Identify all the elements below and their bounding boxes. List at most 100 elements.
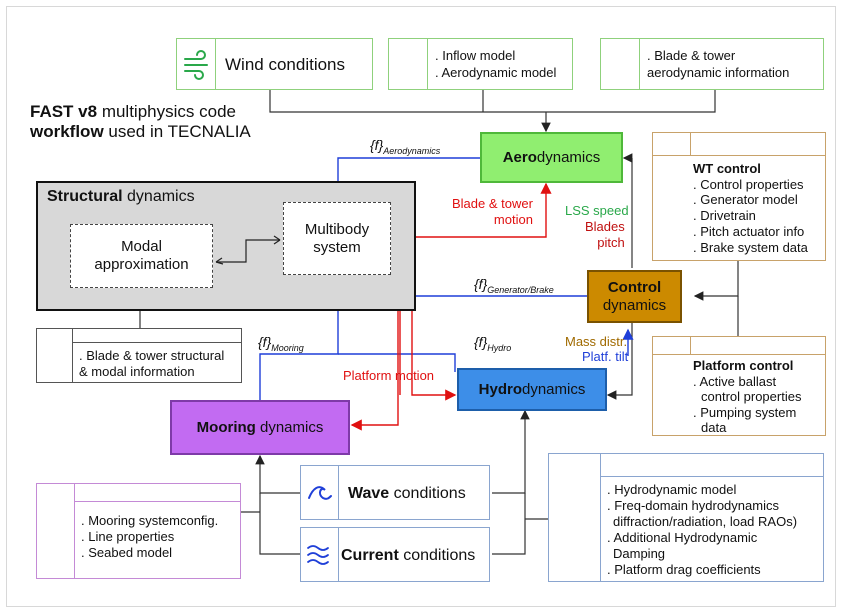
platform-control-tab [653, 337, 691, 355]
title-fast-v8: FAST v8 [30, 102, 98, 121]
wt-control-item-3: . Drivetrain [693, 208, 756, 223]
modal-multibody-arrows [215, 235, 281, 265]
f-mooring-symbol: {f} [258, 334, 272, 350]
platform-control-item-4: data [701, 420, 727, 435]
mooring-dynamics-module: Mooring dynamics [170, 400, 350, 455]
hydrodynamics-module: Hydrodynamics [457, 368, 607, 411]
structural-bold: Structural [47, 188, 123, 205]
hydro-info-tab [549, 454, 601, 581]
wind-conditions-box: Wind conditions [176, 38, 373, 90]
top-feed-line [269, 90, 716, 113]
current-icon [307, 545, 329, 565]
mooring-info-line-1: . Mooring systemconfig. [81, 513, 219, 528]
platform-control-item-2: control properties [701, 389, 802, 404]
hydro-info-line-2: . Freq-domain hydrodynamics [607, 498, 779, 513]
hydro-info-hdr [601, 454, 823, 477]
title-line2-rest: used in TECNALIA [103, 122, 251, 141]
mooring-info-tab [37, 484, 75, 578]
hydro-loads-line [338, 353, 456, 372]
wave-label: Wave conditions [348, 485, 466, 503]
inflow-line-1: . Inflow model [435, 48, 516, 63]
platform-control-box: Platform control . Active ballast contro… [652, 336, 826, 436]
wind-tab [177, 39, 216, 89]
current-to-hydro-line [492, 493, 526, 555]
mooring-bold: Mooring [196, 418, 256, 436]
wt-control-tab [653, 133, 691, 156]
aero-bold: Aero [502, 148, 537, 166]
mooring-info-hdr [75, 484, 240, 502]
blades-pitch-label: Blades pitch [585, 219, 625, 251]
f-aero-symbol: {f} [370, 137, 384, 153]
wave-icon [308, 486, 332, 500]
hydro-info-line-4: . Additional Hydrodynamic [607, 530, 758, 545]
control-rest: dynamics [602, 296, 667, 314]
wt-control-item-1: . Control properties [693, 177, 804, 192]
wt-control-item-5: . Brake system data [693, 240, 808, 255]
blade-tower-motion-label: Blade & tower motion [452, 196, 533, 228]
structural-info-box: . Blade & tower structural & modal infor… [36, 328, 242, 383]
inflow-tab [389, 39, 428, 89]
title-line1-rest: multiphysics code [97, 102, 236, 121]
platform-control-item-1: . Active ballast [693, 374, 777, 389]
current-to-mooring-line [259, 493, 300, 555]
aerodynamics-module: Aerodynamics [480, 132, 623, 183]
platform-motion-label: Platform motion [343, 368, 435, 383]
wt-control-item-2: . Generator model [693, 192, 798, 207]
wt-control-title: WT control [693, 161, 761, 176]
aero-rest: dynamics [536, 148, 601, 166]
structural-title: Structural dynamics [47, 188, 195, 206]
hydro-bold: Hydro [478, 380, 522, 398]
title-workflow: workflow [30, 122, 104, 141]
wave-rest: conditions [389, 485, 466, 502]
motion-to-aero-arrow [390, 182, 552, 238]
wave-to-hydro-arrow [492, 409, 530, 494]
f-aero-label: {f}Aerodynamics [370, 137, 440, 156]
wave-conditions-box: Wave conditions [300, 465, 490, 520]
inflow-model-box: . Inflow model . Aerodynamic model [388, 38, 573, 90]
structural-info-line-1: . Blade & tower structural [79, 348, 225, 363]
f-hydro-symbol: {f} [474, 334, 488, 350]
platf-tilt-label: Platf. tilt [582, 349, 629, 364]
platform-control-item-3: . Pumping system [693, 405, 797, 420]
wave-bold: Wave [348, 485, 390, 502]
blades-pitch-line-2: pitch [597, 235, 625, 250]
f-hydro-label: {f}Hydro [474, 334, 511, 353]
wind-conditions-label: Wind conditions [225, 55, 346, 74]
structural-info-hdr [73, 329, 241, 343]
mooring-info-line-3: . Seabed model [81, 545, 173, 560]
structural-rest: dynamics [122, 188, 195, 205]
wtcontrol-to-control-arrow [693, 260, 739, 301]
hydro-info-line-3: diffraction/radiation, load RAOs) [613, 514, 798, 529]
current-rest: conditions [398, 547, 476, 564]
blades-pitch-line-1: Blades [585, 219, 625, 234]
hydro-info-line-5: Damping [613, 546, 666, 561]
current-tab [301, 528, 339, 581]
mooring-loads-arrow [259, 276, 344, 400]
hydro-info-line-6: . Platform drag coefficients [607, 562, 761, 577]
wt-control-item-4: . Pitch actuator info [693, 224, 805, 239]
hydro-info-line-1: . Hydrodynamic model [607, 482, 737, 497]
hydro-rest: dynamics [521, 380, 586, 398]
multibody-line-2: system [313, 238, 361, 256]
f-gen-sub: Generator/Brake [487, 284, 554, 295]
f-generator-label: {f}Generator/Brake [474, 276, 554, 295]
lss-speed-label: LSS speed [565, 203, 629, 218]
wind-icon [184, 50, 208, 80]
mass-distr-label: Mass distr. [565, 334, 628, 349]
blade-tower-aero-box: . Blade & tower aerodynamic information [600, 38, 824, 90]
wave-to-mooring-arrow [255, 454, 300, 494]
blade-tower-line-2: aerodynamic information [647, 65, 790, 80]
blade-tower-tab [601, 39, 640, 89]
mooring-info-box: . Mooring systemconfig. . Line propertie… [36, 483, 241, 579]
structural-info-line-2: & modal information [79, 364, 195, 379]
wt-control-hdr [691, 133, 825, 156]
mooring-info-line-2: . Line properties [81, 529, 175, 544]
blade-tower-line-1: . Blade & tower [647, 48, 736, 63]
f-mooring-label: {f}Mooring [258, 334, 304, 353]
structural-info-tab [37, 329, 73, 382]
current-label: Current conditions [341, 547, 475, 565]
modal-line-1: Modal [121, 238, 162, 255]
modal-line-2: approximation [94, 256, 189, 273]
